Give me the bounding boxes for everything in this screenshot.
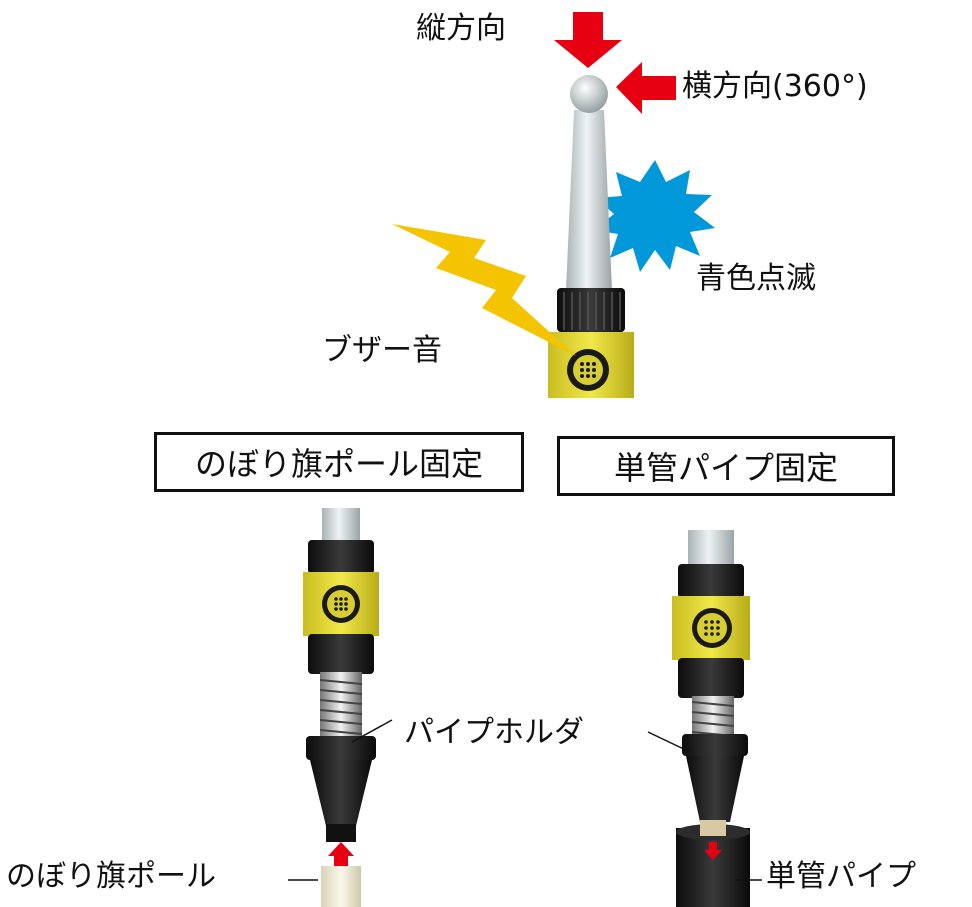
pipe-holder-leader-right bbox=[647, 731, 691, 753]
vertical-direction-label: 縦方向 bbox=[416, 11, 506, 46]
blue-blink-label: 青色点滅 bbox=[696, 261, 816, 296]
single-pipe-fixed-box: 単管パイプ固定 bbox=[557, 436, 895, 496]
red-left-arrow-icon bbox=[616, 62, 676, 114]
blue-starburst-icon bbox=[594, 160, 715, 272]
flag-pole-fixed-box: のぼり旗ポール固定 bbox=[154, 432, 524, 492]
single-pipe-label: 単管パイプ bbox=[766, 859, 916, 894]
pipe-holder-label: パイプホルダ bbox=[404, 715, 584, 750]
red-down-arrow-icon bbox=[554, 12, 622, 68]
yellow-lightning-bolt-icon bbox=[392, 224, 576, 356]
horizontal-direction-label: 横方向(360°) bbox=[682, 69, 868, 104]
pipe-holder-leader-left bbox=[351, 719, 393, 743]
buzzer-label: ブザー音 bbox=[322, 333, 442, 368]
flag-pole-label: のぼり旗ポール bbox=[6, 859, 216, 894]
sensor-rod bbox=[566, 75, 612, 290]
left-mount-assembly bbox=[303, 508, 379, 907]
sensor-head bbox=[548, 288, 634, 398]
right-mount-assembly bbox=[672, 530, 750, 907]
